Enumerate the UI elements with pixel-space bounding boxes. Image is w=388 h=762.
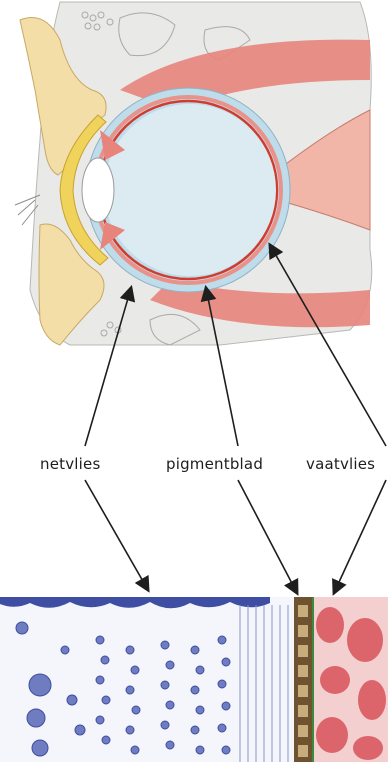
- arrow-netvlies-down: [85, 480, 148, 590]
- arrow-pigment-up: [206, 288, 238, 446]
- arrow-netvlies-up: [85, 288, 131, 446]
- label-vaatvlies: vaatvlies: [306, 455, 375, 473]
- arrow-vaatvlies-up: [270, 245, 386, 446]
- label-netvlies: netvlies: [40, 455, 100, 473]
- label-pigmentblad: pigmentblad: [166, 455, 263, 473]
- arrow-vaatvlies-down: [334, 480, 386, 593]
- arrow-pigment-down: [238, 480, 297, 593]
